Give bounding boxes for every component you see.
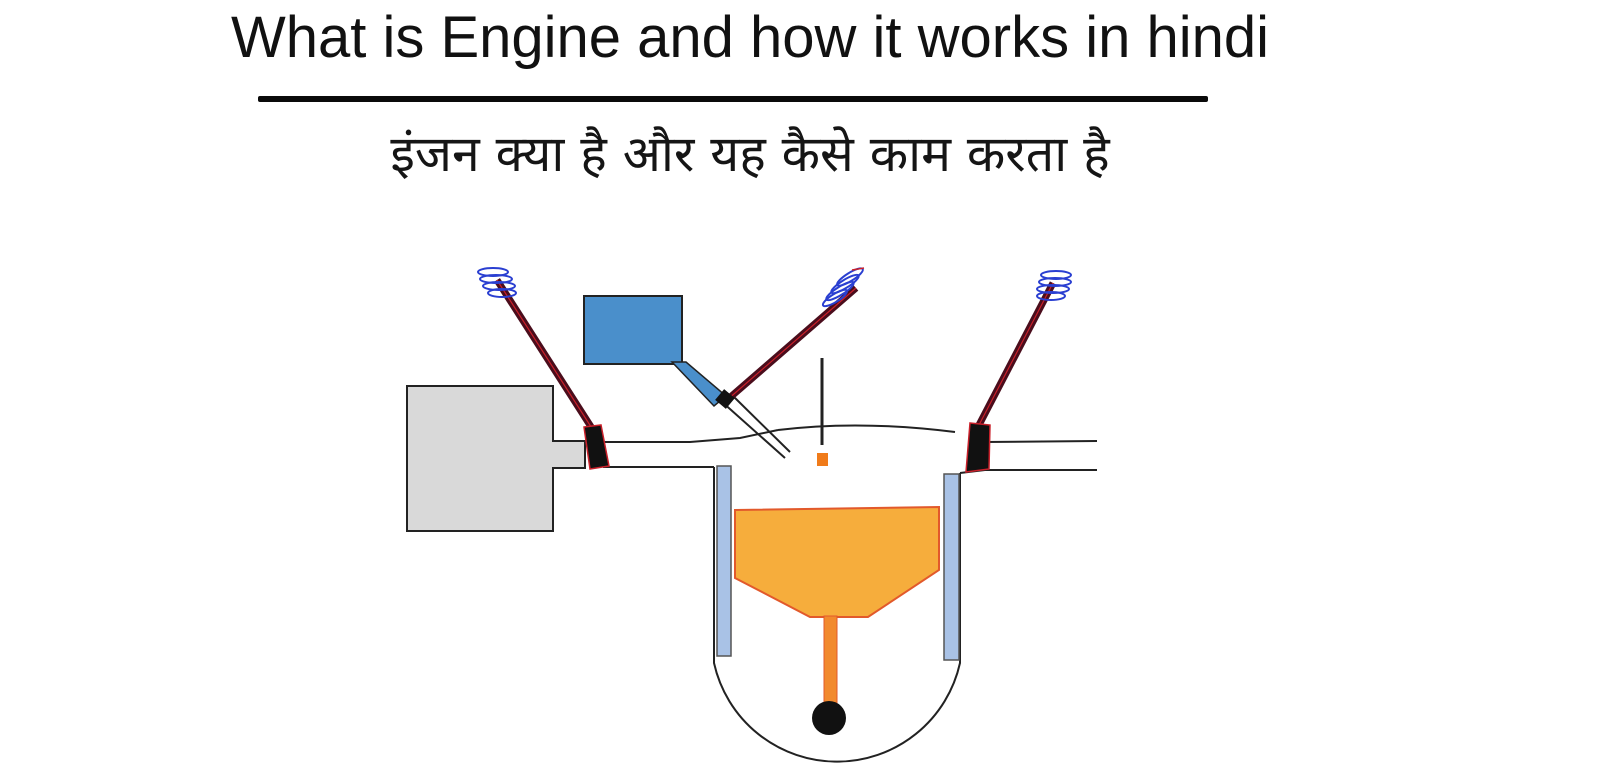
exhaust-spring-icon bbox=[1036, 270, 1072, 301]
cylinder-body bbox=[713, 467, 961, 763]
fuel-tank bbox=[583, 295, 683, 365]
exhaust-duct-top bbox=[984, 440, 1098, 443]
intake-box bbox=[406, 385, 586, 532]
page-title: What is Engine and how it works in hindi bbox=[230, 5, 1270, 70]
connecting-rod bbox=[823, 615, 838, 715]
cylinder-wall-right bbox=[943, 473, 960, 661]
intake-valve bbox=[583, 424, 610, 470]
cylinder-wall-left bbox=[716, 465, 732, 657]
piston bbox=[734, 505, 940, 618]
injector-valve bbox=[715, 389, 735, 409]
chamber-top bbox=[777, 424, 956, 433]
page-subtitle-hindi: इंजन क्या है और यह कैसे काम करता है bbox=[390, 125, 1110, 183]
intake-duct-top bbox=[603, 429, 779, 443]
injector-spring-icon bbox=[821, 267, 864, 308]
intake-spring-icon bbox=[477, 267, 517, 298]
exhaust-valve bbox=[965, 422, 991, 473]
crankshaft bbox=[812, 701, 846, 735]
fuel-injector bbox=[720, 394, 791, 459]
title-divider bbox=[258, 96, 1208, 102]
spark-plug-tip bbox=[817, 453, 828, 466]
